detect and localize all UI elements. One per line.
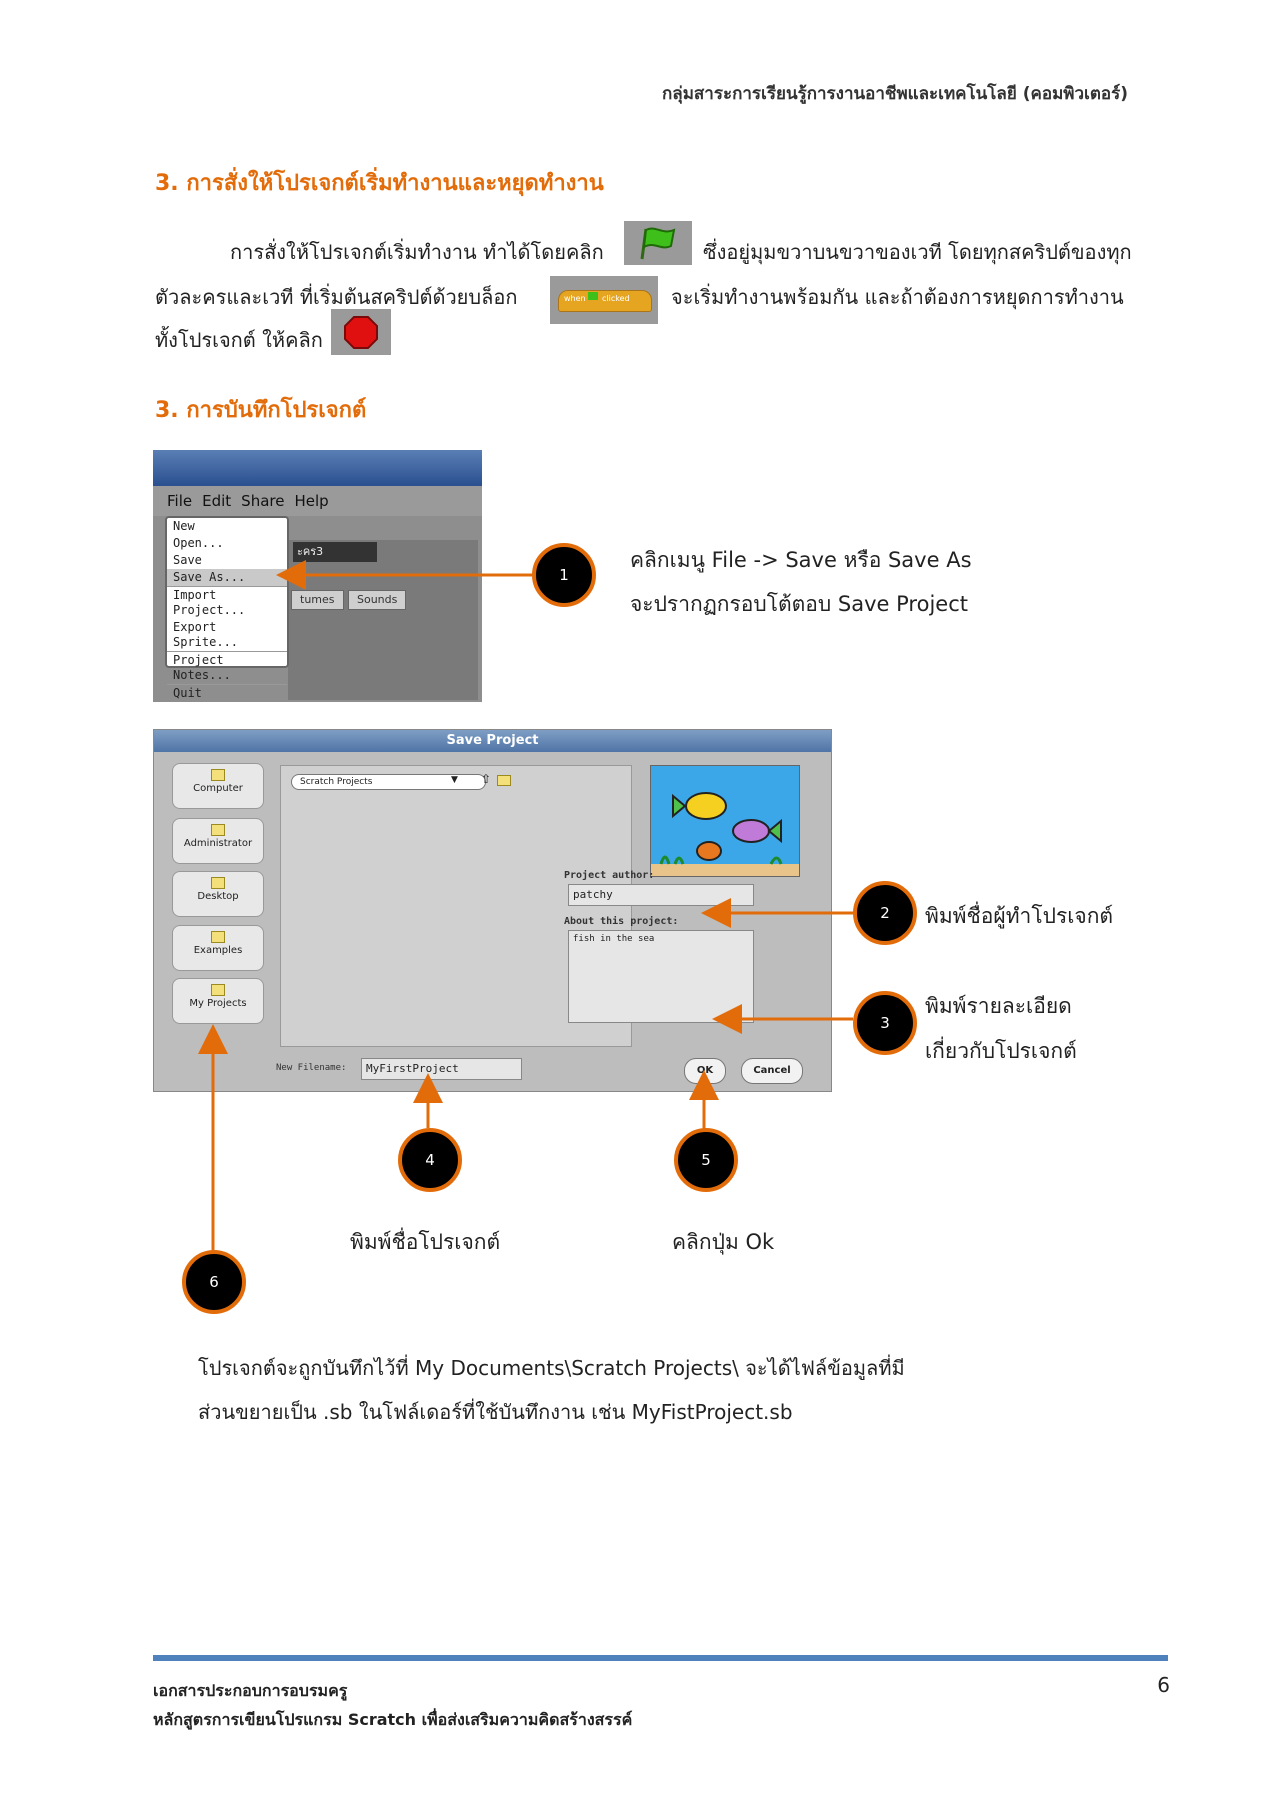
new-folder-icon[interactable] xyxy=(497,775,511,786)
menu-file[interactable]: File xyxy=(167,492,193,510)
sprite-name-field[interactable]: ะคร3 xyxy=(293,542,377,562)
author-label: Project author: xyxy=(564,870,655,881)
menu-item-project-notes[interactable]: Project Notes... xyxy=(167,651,287,684)
section-title-save: 3. การบันทึกโปรเจกต์ xyxy=(155,398,367,423)
callout-3: 3 xyxy=(853,991,917,1055)
menu-item-open[interactable]: Open... xyxy=(173,536,224,550)
menu-item-export-sprite[interactable]: Export Sprite... xyxy=(173,620,239,649)
file-menu-dropdown: New Open... Save Save As... Import Proje… xyxy=(165,516,289,700)
para-line-1a: การสั่งให้โปรเจกต์เริ่มทำงาน ทำได้โดยคลิ… xyxy=(230,240,604,264)
menu-item-save[interactable]: Save xyxy=(173,553,202,567)
folder-icon xyxy=(211,931,225,943)
note-1-line-2: จะปรากฏกรอบโต้ตอบ Save Project xyxy=(630,592,968,616)
folder-icon xyxy=(211,984,225,996)
save-project-dialog: Save Project Computer Administrator Desk… xyxy=(153,729,832,1092)
footer-line-2: หลักสูตรการเขียนโปรแกรม Scratch เพื่อส่ง… xyxy=(153,1710,633,1729)
mini-flag-icon xyxy=(588,292,598,300)
menu-item-save-as[interactable]: Save As... xyxy=(167,569,287,586)
section-title-start-stop: 3. การสั่งให้โปรเจกต์เริ่มทำงานและหยุดทำ… xyxy=(155,171,604,196)
place-administrator-button[interactable]: Administrator xyxy=(172,818,264,864)
folder-icon xyxy=(211,877,225,889)
file-list-pane[interactable]: Scratch Projects ▼ ⇧ xyxy=(280,765,632,1047)
note-4: พิมพ์ชื่อโปรเจกต์ xyxy=(350,1230,501,1254)
note-5: คลิกปุ่ม Ok xyxy=(672,1230,775,1254)
filename-label: New Filename: xyxy=(276,1063,347,1073)
footer-rule xyxy=(153,1655,1168,1661)
running-header: กลุ่มสาระการเรียนรู้การงานอาชีพและเทคโนโ… xyxy=(661,84,1128,104)
note-3-line-1: พิมพ์รายละเอียด xyxy=(925,994,1072,1018)
callout-1: 1 xyxy=(532,543,596,607)
para-line-2a: ตัวละครและเวที ที่เริ่มต้นสคริปต์ด้วยบล็… xyxy=(155,285,518,309)
computer-icon xyxy=(211,769,225,781)
callout-2: 2 xyxy=(853,881,917,945)
menu-item-import-project[interactable]: Import Project... xyxy=(167,586,287,619)
note-3-line-2: เกี่ยวกับโปรเจกต์ xyxy=(925,1039,1077,1063)
place-examples-button[interactable]: Examples xyxy=(172,925,264,971)
stage-area xyxy=(288,540,478,700)
menu-share[interactable]: Share xyxy=(241,492,285,510)
menu-item-new[interactable]: New xyxy=(173,519,195,533)
closing-line-1: โปรเจกต์จะถูกบันทึกไว้ที่ My Documents\S… xyxy=(198,1356,905,1380)
home-icon xyxy=(211,824,225,836)
dialog-title: Save Project xyxy=(154,730,831,752)
place-desktop-button[interactable]: Desktop xyxy=(172,871,264,917)
about-label: About this project: xyxy=(564,916,679,927)
chevron-down-icon[interactable]: ▼ xyxy=(451,775,458,785)
page-number: 6 xyxy=(1157,1673,1170,1697)
up-folder-icon[interactable]: ⇧ xyxy=(481,772,492,786)
menu-help[interactable]: Help xyxy=(294,492,329,510)
tab-costumes[interactable]: tumes xyxy=(291,590,344,610)
callout-6: 6 xyxy=(182,1250,246,1314)
place-computer-button[interactable]: Computer xyxy=(172,763,264,809)
para-line-1b: ซึ่งอยู่มุมขวาบนขวาของเวที โดยทุกสคริปต์… xyxy=(703,240,1132,264)
footer-line-1: เอกสารประกอบการอบรมครู xyxy=(153,1681,348,1700)
stop-sign-icon xyxy=(331,309,391,355)
note-1-line-1: คลิกเมนู File -> Save หรือ Save As xyxy=(630,548,972,572)
para-line-2b: จะเริ่มทำงานพร้อมกัน และถ้าต้องการหยุดกา… xyxy=(671,285,1124,309)
note-2: พิมพ์ชื่อผู้ทำโปรเจกต์ xyxy=(925,904,1114,928)
closing-line-2: ส่วนขยายเป็น .sb ในโฟล์เดอร์ที่ใช้บันทึก… xyxy=(198,1400,793,1424)
project-thumbnail xyxy=(650,765,800,877)
menu-edit[interactable]: Edit xyxy=(202,492,232,510)
menu-item-quit[interactable]: Quit xyxy=(167,684,287,702)
folder-select[interactable]: Scratch Projects xyxy=(291,774,486,790)
callout-4: 4 xyxy=(398,1128,462,1192)
cancel-button[interactable]: Cancel xyxy=(741,1058,803,1084)
callout-5: 5 xyxy=(674,1128,738,1192)
green-flag-icon xyxy=(624,221,692,265)
window-titlebar xyxy=(153,450,482,486)
tab-sounds[interactable]: Sounds xyxy=(348,590,407,610)
place-my-projects-button[interactable]: My Projects xyxy=(172,978,264,1024)
para-line-3a: ทั้งโปรเจกต์ ให้คลิก xyxy=(155,328,323,352)
when-flag-clicked-block: when clicked xyxy=(550,276,658,324)
menubar: File Edit Share Help xyxy=(153,486,482,516)
